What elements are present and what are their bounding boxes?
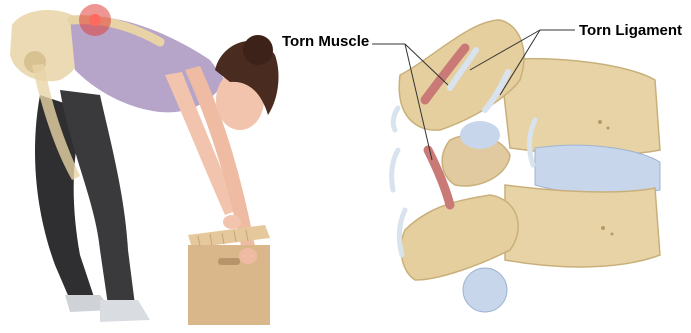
bone-pore-4 xyxy=(611,233,614,236)
file-box xyxy=(188,245,270,325)
cartilage-upper xyxy=(460,121,500,149)
ligament-left-upper xyxy=(393,108,398,130)
woman-hand-left xyxy=(239,248,257,264)
file-box-handle xyxy=(218,258,240,265)
ligament-left-lower xyxy=(392,150,398,190)
pain-core xyxy=(89,14,101,26)
lower-vertebra-body xyxy=(505,185,660,267)
bone-pore-2 xyxy=(607,127,610,130)
upper-vertebra-body xyxy=(500,59,660,155)
lower-vertebra-processes xyxy=(401,195,518,280)
bone-pore-3 xyxy=(601,226,605,230)
woman-shoe-front xyxy=(100,300,150,322)
woman-hand-right xyxy=(223,215,241,229)
torn-ligament-label: Torn Ligament xyxy=(579,22,682,39)
torn-muscle-label: Torn Muscle xyxy=(282,33,369,50)
woman-hair-bun xyxy=(243,35,273,65)
bone-pore-1 xyxy=(598,120,602,124)
spine-anatomy-illustration xyxy=(392,20,660,312)
cartilage-lower xyxy=(463,268,507,312)
woman-lifting-illustration xyxy=(10,4,279,325)
